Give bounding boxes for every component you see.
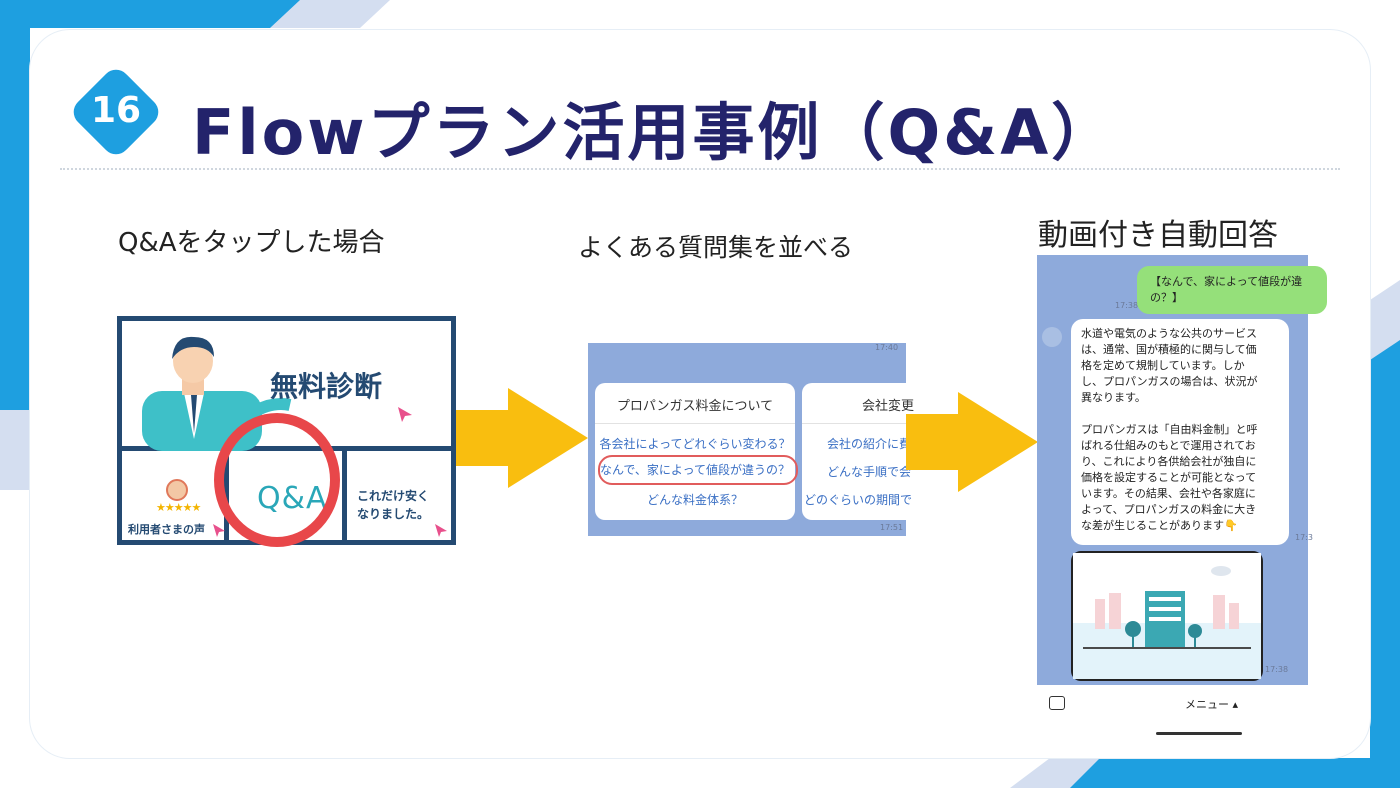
- timestamp: 17:38: [1265, 665, 1289, 674]
- faq-card-gas-price: プロパンガス料金について 各会社によってどれぐらい変わる？ なんで、家によって値…: [595, 383, 798, 520]
- free-diagnosis-tile[interactable]: 無料診断: [122, 321, 451, 451]
- savings-line1: これだけ安く: [357, 489, 430, 503]
- reply-line: り、これにより各供給会社が独自に: [1081, 455, 1257, 468]
- reply-line: プロパンガスは「自由料金制」と呼: [1081, 423, 1258, 436]
- keyboard-icon[interactable]: [1049, 696, 1065, 710]
- divider: [802, 423, 932, 424]
- reply-line: 異なります。: [1081, 391, 1146, 404]
- reply-line: います。その結果、会社や各家庭に: [1081, 487, 1256, 500]
- avatar: [166, 479, 188, 501]
- faq-item[interactable]: 各会社によってどれぐらい変わる？: [599, 437, 791, 451]
- selected-faq-highlight: [598, 455, 798, 485]
- faq-item[interactable]: どんな手順で会: [827, 465, 912, 479]
- tap-cursor-icon: [435, 524, 447, 537]
- building-illustration: [1073, 553, 1261, 679]
- bot-avatar: [1042, 327, 1062, 347]
- user-message-bubble: 【なんで、家によって値段が違 の？】: [1137, 266, 1327, 314]
- chat-panel: 17:38 【なんで、家によって値段が違 の？】 水道や電気のような公共のサービ…: [1037, 255, 1327, 685]
- bot-reply-bubble: 水道や電気のような公共のサービス は、通常、国が積極的に関与して価 格を定めて規…: [1071, 319, 1289, 545]
- free-diagnosis-label: 無料診断: [270, 370, 383, 403]
- reply-line: 価格を設定することが可能となって: [1081, 471, 1257, 484]
- faq-card-company-change: 会社変更 会社の紹介に費 どんな手順で会 どのぐらいの期間で: [802, 383, 932, 520]
- timestamp: 17:38: [1115, 301, 1139, 310]
- faq-item[interactable]: なんで、家によって値段が違うの？: [600, 463, 790, 477]
- tap-cursor-icon: [398, 407, 412, 422]
- reply-line: ばれる仕組みのもとで運用されてお: [1081, 439, 1256, 452]
- reply-line: は、通常、国が積極的に関与して価: [1081, 343, 1257, 356]
- video-thumbnail[interactable]: [1071, 551, 1263, 681]
- menu-toggle[interactable]: メニュー ▴: [1185, 698, 1239, 711]
- home-indicator: [1156, 732, 1242, 735]
- reply-line: し、プロパンガスの場合は、状況が: [1081, 375, 1258, 388]
- page-title: Flowプラン活用事例（Q&A）: [192, 96, 1117, 169]
- faq-card-title: 会社変更: [862, 399, 915, 414]
- faq-item[interactable]: 会社の紹介に費: [827, 437, 912, 451]
- qa-highlight-circle: [214, 413, 340, 547]
- faq-carousel-panel: 17:40 プロパンガス料金について 各会社によってどれぐらい変わる？ なんで、…: [588, 343, 932, 536]
- timestamp: 17:40: [875, 343, 899, 352]
- title-divider: [60, 168, 1340, 170]
- step1-caption: Q&Aをタップした場合: [118, 228, 385, 258]
- step2-caption: よくある質問集を並べる: [578, 233, 854, 262]
- savings-line2: なりました。: [357, 507, 430, 521]
- step3-caption: 動画付き自動回答: [1038, 218, 1278, 253]
- arrow-right-icon: [906, 392, 1038, 492]
- rating-stars: ★★★★★: [156, 501, 201, 514]
- faq-item[interactable]: どのぐらいの期間で: [804, 493, 913, 507]
- user-voice-label: 利用者さまの声: [128, 523, 205, 536]
- timestamp: 17:3: [1295, 533, 1313, 542]
- timestamp: 17:51: [880, 523, 904, 532]
- divider: [595, 423, 795, 424]
- faq-card-title: プロパンガス料金について: [616, 399, 774, 414]
- user-message-line: の？】: [1150, 291, 1183, 304]
- user-message-line: 【なんで、家によって値段が違: [1150, 275, 1303, 288]
- faq-item[interactable]: どんな料金体系？: [646, 493, 743, 507]
- tap-cursor-icon: [213, 524, 225, 537]
- slide-number-badge: 16: [67, 63, 165, 161]
- reply-line: よって、プロパンガスの料金に大き: [1081, 503, 1257, 516]
- user-voice-tile[interactable]: ★★★★★ 利用者さまの声: [122, 451, 224, 540]
- arrow-right-icon: [456, 388, 588, 488]
- reply-line: 水道や電気のような公共のサービス: [1081, 327, 1257, 340]
- reply-line: 格を定めて規制しています。しか: [1081, 359, 1245, 372]
- slide-number: 16: [90, 90, 142, 131]
- savings-tile[interactable]: これだけ安く なりました。: [347, 451, 451, 540]
- reply-line: な差が生じることがあります👇: [1081, 519, 1238, 532]
